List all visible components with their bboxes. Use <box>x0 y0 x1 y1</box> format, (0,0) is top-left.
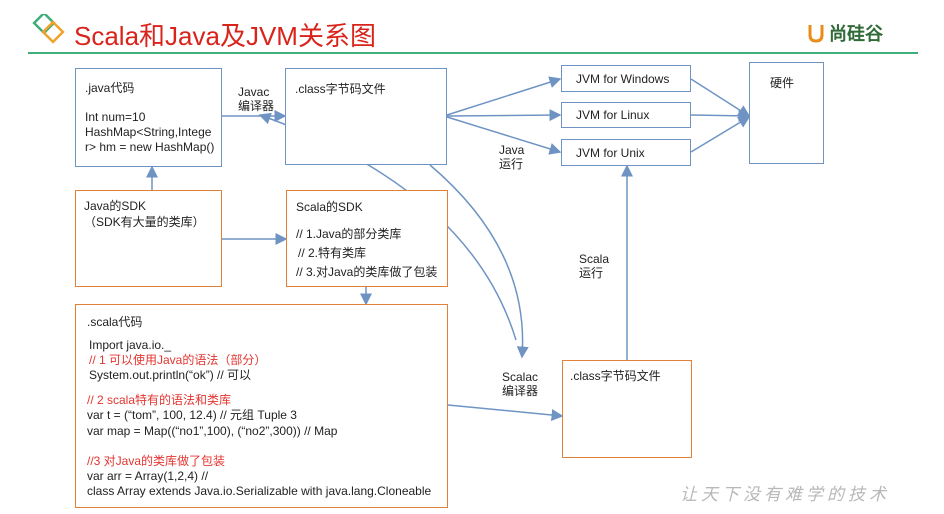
brand-logo: 尚硅谷 <box>806 20 883 46</box>
java-code-title: .java代码 <box>85 81 135 95</box>
arrow-jvm-unix-to-hardware <box>690 116 751 153</box>
scala-run-line1: Scala <box>579 252 610 266</box>
java-run-line2: 运行 <box>499 157 524 171</box>
scala-code-line: var map = Map((“no1”,100), (“no2”,300)) … <box>87 424 338 438</box>
javac-label-line1: Javac <box>238 85 270 99</box>
java-run-line1: Java <box>499 143 525 157</box>
class-file-bottom-title: .class字节码文件 <box>570 369 661 383</box>
page-title: Scala和Java及JVM关系图 <box>74 21 376 51</box>
scala-sdk-box: Scala的SDK // 1.Java的部分类库 // 2.特有类库 // 3.… <box>286 190 448 287</box>
java-code-line: r> hm = new HashMap() <box>85 140 215 154</box>
java-sdk-line1: Java的SDK <box>84 199 147 213</box>
java-sdk-box: Java的SDK （SDK有大量的类库） <box>75 190 222 287</box>
javac-label-line2: 编译器 <box>238 99 275 113</box>
java-code-box: .java代码 Int num=10 HashMap<String,Intege… <box>75 68 222 167</box>
hardware-label: 硬件 <box>770 76 795 90</box>
scala-run-label: Scala 运行 <box>579 252 609 280</box>
jvm-windows-box: JVM for Windows <box>561 65 691 92</box>
scala-code-line: var t = (“tom”, 100, 12.4) // 元组 Tuple 3 <box>87 408 297 422</box>
class-file-title: .class字节码文件 <box>295 82 386 96</box>
java-code-line: Int num=10 <box>85 110 146 124</box>
arrow-jvm-windows-to-hardware <box>690 78 751 117</box>
java-sdk-line2: （SDK有大量的类库） <box>84 215 205 229</box>
scala-sdk-title: Scala的SDK <box>296 200 363 214</box>
jvm-linux-box: JVM for Linux <box>561 102 691 128</box>
scala-code-comment: // 1 可以使用Java的语法（部分） <box>89 353 267 367</box>
scalac-label-line1: Scalac <box>502 370 539 384</box>
jvm-windows-label: JVM for Windows <box>576 72 670 86</box>
jvm-linux-label: JVM for Linux <box>576 108 650 122</box>
scala-sdk-item: // 2.特有类库 <box>298 246 367 260</box>
hardware-box: 硬件 <box>749 62 824 164</box>
java-code-line: HashMap<String,Intege <box>85 125 212 139</box>
brand-logo-text: 尚硅谷 <box>829 24 883 44</box>
header-underline <box>28 52 918 54</box>
jvm-unix-box: JVM for Unix <box>561 139 691 166</box>
scala-code-comment: // 2 scala特有的语法和类库 <box>87 393 232 407</box>
scala-code-title: .scala代码 <box>87 315 143 329</box>
scala-code-comment: //3 对Java的类库做了包装 <box>87 454 226 468</box>
arrow-class-to-jvm-unix <box>446 116 562 155</box>
watermark-slogan: 让天下没有难学的技术 <box>680 485 890 505</box>
scala-sdk-item: // 3.对Java的类库做了包装 <box>296 265 438 279</box>
scala-run-line2: 运行 <box>579 266 604 280</box>
class-file-box-bottom: .class字节码文件 <box>562 360 692 458</box>
u-logo-icon <box>808 25 824 43</box>
arrow-classtop-to-scalac <box>429 164 529 359</box>
scalac-label-line2: 编译器 <box>502 384 539 398</box>
java-run-label: Java 运行 <box>499 143 524 171</box>
arrow-jvm-linux-to-hardware <box>690 109 751 122</box>
class-file-box-top: .class字节码文件 <box>285 68 447 165</box>
arrow-class-to-jvm-windows <box>446 76 562 116</box>
javac-label: Javac 编译器 <box>238 85 274 113</box>
diamond-logo-icon <box>30 11 66 48</box>
scalac-label: Scalac 编译器 <box>502 370 538 398</box>
scala-code-box: .scala代码 Import java.io._ // 1 可以使用Java的… <box>75 304 448 508</box>
scala-code-line: class Array extends Java.io.Serializable… <box>87 484 432 498</box>
scala-code-line: System.out.println(“ok”) // 可以 <box>89 368 252 382</box>
scala-code-line: var arr = Array(1,2,4) // <box>87 469 209 483</box>
scala-sdk-item: // 1.Java的部分类库 <box>296 227 402 241</box>
scala-code-import: Import java.io._ <box>89 338 172 352</box>
arrow-scalacode-to-classbottom <box>447 404 564 421</box>
arrow-class-to-jvm-linux <box>446 109 562 122</box>
jvm-unix-label: JVM for Unix <box>576 146 645 160</box>
